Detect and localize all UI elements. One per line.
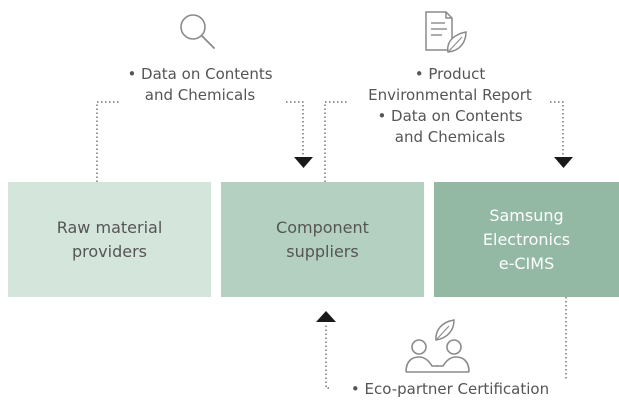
note-samsung-to-component: • Eco-partner Certification: [330, 379, 570, 400]
raw-material-providers-label: Raw material providers: [56, 217, 163, 261]
connector-samsung-to-component: [548, 297, 567, 389]
component-suppliers-label: Component suppliers: [276, 217, 369, 261]
note-component-to-samsung: • Product Environmental Report • Data on…: [368, 65, 532, 146]
component-suppliers-box: Component suppliers: [221, 182, 424, 297]
magnifier-icon: [180, 14, 215, 49]
arrow-down-samsung: [554, 157, 573, 168]
samsung-ecims-box: Samsung Electronics e-CIMS: [434, 182, 619, 297]
arrow-down-component: [294, 157, 313, 168]
connector-raw-to-component: [96, 101, 119, 182]
connector-raw-to-component-end: [286, 101, 304, 155]
note-raw-to-component: • Data on Contents and Chemicals: [127, 65, 273, 104]
arrow-up-component: [316, 311, 336, 322]
report-leaf-icon: [425, 11, 467, 53]
partners-leaf-icon: [405, 319, 470, 373]
samsung-ecims-label: Samsung Electronics e-CIMS: [482, 205, 571, 273]
raw-material-providers-box: Raw material providers: [8, 182, 211, 297]
